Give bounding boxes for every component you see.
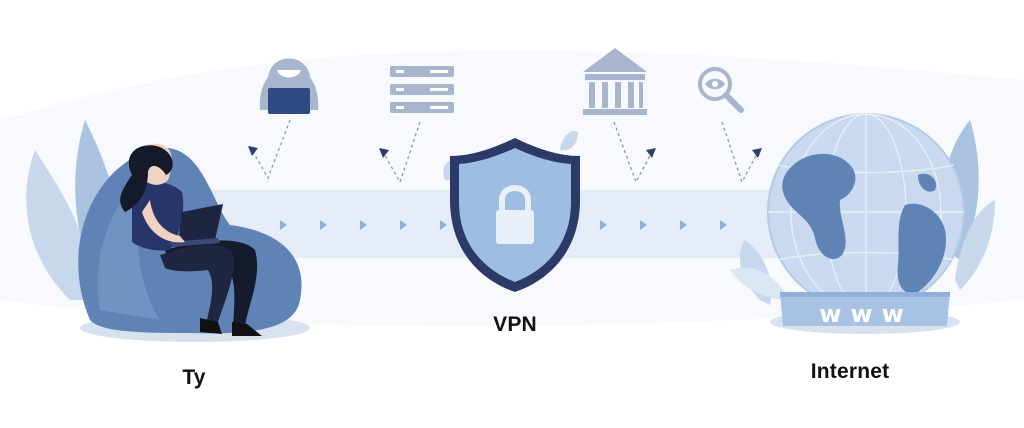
surveillance-eye-icon bbox=[698, 67, 744, 113]
blocked-connections bbox=[251, 119, 759, 184]
user-illustration bbox=[26, 120, 310, 342]
internet-label: Internet bbox=[810, 360, 890, 383]
globe-icon: www bbox=[730, 113, 995, 334]
government-building-icon bbox=[583, 48, 647, 115]
tunnel-arrows bbox=[280, 220, 727, 230]
user-label: Ty bbox=[182, 366, 206, 389]
server-icon bbox=[390, 66, 454, 113]
hacker-icon bbox=[259, 58, 319, 114]
lock-icon bbox=[496, 185, 534, 244]
globe-www-text: www bbox=[819, 300, 913, 328]
blocked-arrowheads bbox=[248, 146, 762, 158]
vpn-label: VPN bbox=[493, 313, 537, 336]
